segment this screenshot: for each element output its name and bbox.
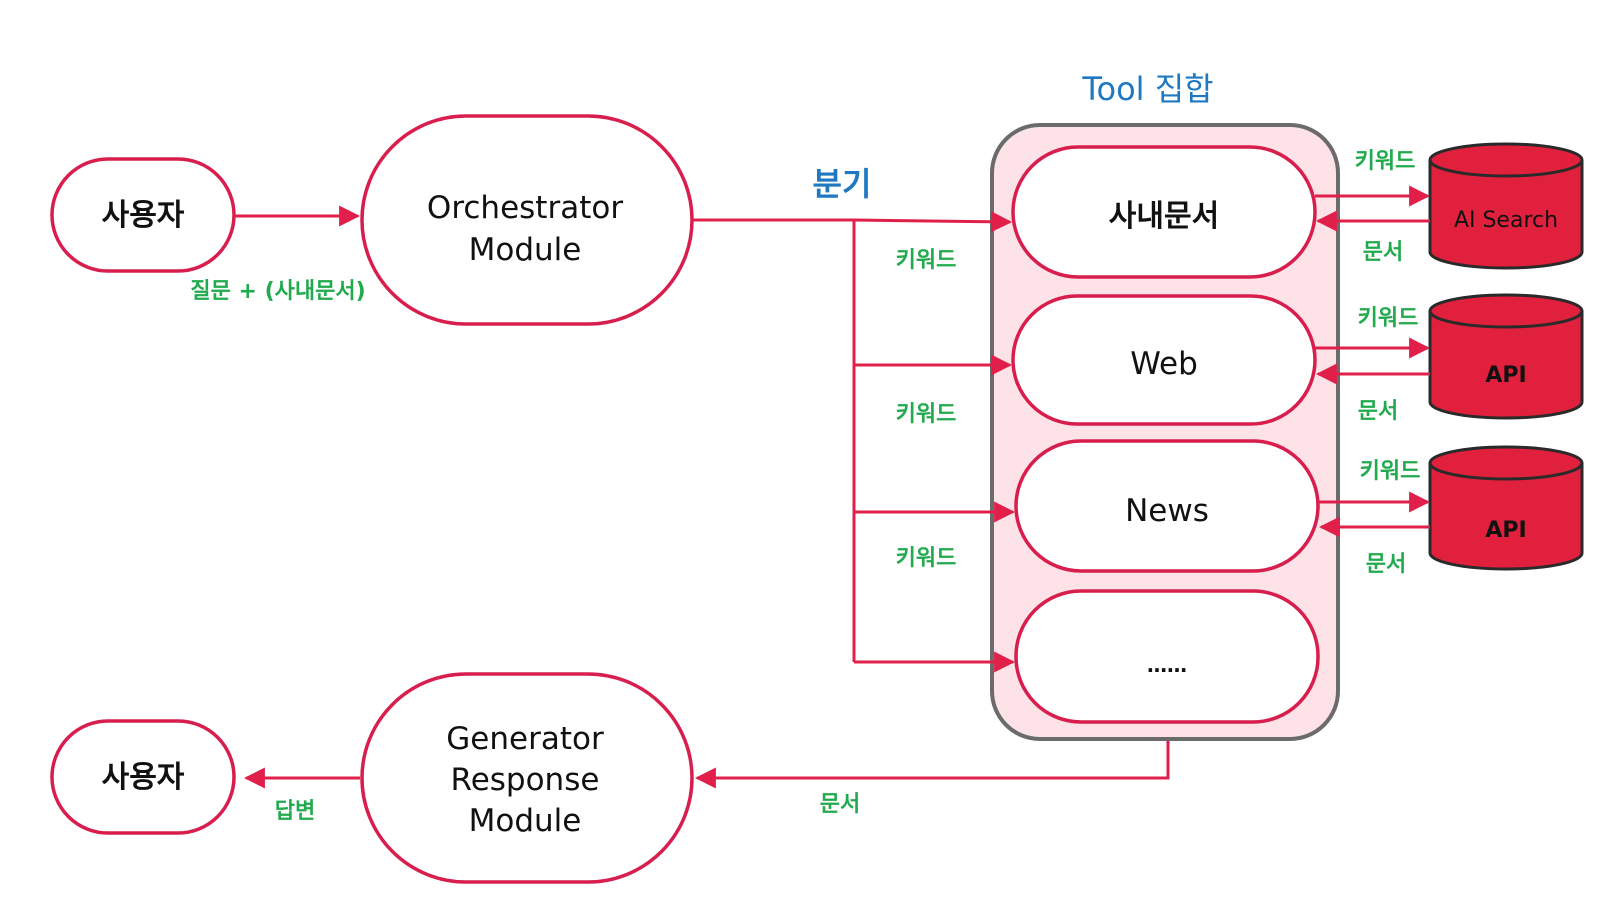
db-cylinder-api-2: API (1428, 445, 1584, 571)
tool-node-more: …… (1014, 589, 1320, 724)
tool-node-internal-docs: 사내문서 (1011, 145, 1317, 279)
label-doc-db1: 문서 (1363, 240, 1403, 265)
db-api-1-label: API (1485, 363, 1526, 388)
db-api-2-label: API (1485, 518, 1526, 543)
db-cylinder-api-1: API (1428, 293, 1584, 420)
label-question: 질문 + (사내문서) (190, 279, 365, 304)
tool-node-internal-docs-label: 사내문서 (1109, 199, 1219, 234)
generator-label-line3: Module (469, 803, 582, 839)
orchestrator-module-node: Orchestrator Module (360, 114, 694, 326)
tool-node-more-label: …… (1147, 653, 1187, 677)
label-branch: 분기 (813, 165, 872, 203)
user-node-top-label: 사용자 (102, 198, 185, 233)
label-keyword-db3: 키워드 (1360, 459, 1421, 484)
label-doc-db2: 문서 (1358, 399, 1398, 424)
generator-response-module-node: Generator Response Module (360, 672, 694, 884)
generator-label-line2: Response (451, 762, 600, 798)
tool-node-web: Web (1011, 294, 1317, 426)
orchestrator-label-line1: Orchestrator (427, 190, 623, 226)
label-keyword-more: 키워드 (896, 546, 957, 571)
user-node-bottom: 사용자 (50, 719, 236, 835)
label-keyword-news: 키워드 (896, 402, 957, 427)
arrow-tools-to-generator (694, 741, 1170, 789)
label-keyword-web: 키워드 (896, 248, 957, 273)
tool-node-web-label: Web (1130, 346, 1198, 382)
tool-node-news-label: News (1125, 493, 1209, 529)
tool-group-title: Tool 집합 (1081, 70, 1213, 108)
label-doc-db3: 문서 (1366, 552, 1406, 577)
user-node-bottom-label: 사용자 (102, 760, 185, 795)
db-ai-search-label: AI Search (1454, 208, 1558, 233)
label-answer: 답변 (275, 799, 315, 824)
label-keyword-db2: 키워드 (1358, 306, 1419, 331)
label-doc-return: 문서 (820, 792, 860, 817)
tool-node-news: News (1014, 439, 1320, 573)
user-node-top: 사용자 (50, 157, 236, 273)
label-keyword-db1: 키워드 (1355, 149, 1416, 174)
generator-label-line1: Generator (446, 721, 604, 757)
arrow-orchestrator-to-internal-docs (692, 211, 1013, 233)
orchestrator-label-line2: Module (469, 232, 582, 268)
db-cylinder-ai-search: AI Search (1428, 142, 1584, 270)
